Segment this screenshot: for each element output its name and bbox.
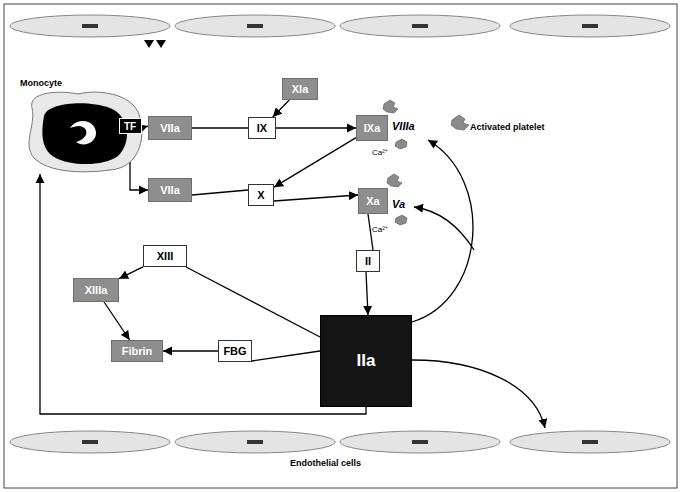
cofactor-label: VIIIa <box>392 120 415 132</box>
zymogen-box: X <box>248 184 274 206</box>
reaction-connector <box>274 195 358 201</box>
endothelial-cell <box>340 15 500 37</box>
endothelial-cell <box>175 431 335 453</box>
factor-name: X <box>257 189 264 201</box>
nucleus <box>582 440 598 444</box>
factor-name: IIa <box>357 351 376 371</box>
feedback-arrows <box>412 140 545 428</box>
platelets <box>383 100 469 225</box>
reaction-connector <box>274 138 356 187</box>
factor-name: TF <box>124 121 136 132</box>
reaction-connector <box>40 174 366 414</box>
platelet-icon <box>451 115 469 130</box>
nucleus <box>82 440 98 444</box>
thrombin-box: IIa <box>320 315 412 407</box>
reaction-connector <box>192 127 248 128</box>
reaction-connector <box>104 302 130 340</box>
zymogen-box: FBG <box>218 340 252 362</box>
reaction-connector <box>163 350 218 351</box>
active-factor-box: XIa <box>282 78 318 100</box>
factor-name: XIa <box>292 83 309 95</box>
endothelial-cell <box>510 431 670 453</box>
frame <box>4 4 677 488</box>
ion-label: Ca²⁺ <box>372 223 388 234</box>
nucleus <box>247 440 263 444</box>
nucleus-highlight <box>70 121 96 144</box>
reaction-connector <box>192 190 248 195</box>
factor-name: XIII <box>157 250 174 262</box>
reaction-connector <box>119 267 143 279</box>
reaction-connector <box>276 127 356 128</box>
cell-membrane <box>29 92 142 172</box>
active-factor-box: Xa <box>358 188 388 214</box>
reaction-connector <box>366 272 368 315</box>
zymogen-box: II <box>356 250 380 272</box>
platelet-icon <box>383 100 398 113</box>
factor-name: Xa <box>366 195 379 207</box>
nucleus <box>412 440 428 444</box>
feedback-arrow <box>412 360 545 428</box>
reaction-connector <box>252 351 320 361</box>
active-factor-box: XIIIa <box>73 278 119 302</box>
endothelial-cell <box>175 15 335 37</box>
endothelial-cell <box>340 431 500 453</box>
feedback-arrow <box>414 207 474 250</box>
factor-name: VIIa <box>160 122 180 134</box>
reaction-connector <box>186 267 320 337</box>
endothelial-cell <box>10 15 170 37</box>
endothelium-top <box>10 15 670 48</box>
factor-name: VIIa <box>160 184 180 196</box>
nucleus <box>82 24 98 28</box>
factor-name: XIIIa <box>85 284 108 296</box>
active-factor-box: IXa <box>356 115 388 141</box>
zymogen-box: IX <box>248 117 276 139</box>
platelet-label: Activated platelet <box>470 122 545 132</box>
receptor-marks <box>144 40 166 48</box>
endothelium-bottom <box>10 431 670 453</box>
feedback-arrow <box>412 140 473 322</box>
nucleus <box>42 103 127 164</box>
ion-label: Ca²⁺ <box>372 146 388 157</box>
platelet-icon <box>395 215 407 225</box>
active-factor-box: VIIa <box>148 116 192 140</box>
nucleus <box>582 24 598 28</box>
factor-name: Fibrin <box>122 345 153 357</box>
nucleus <box>247 24 263 28</box>
cell-label: Endothelial cells <box>290 458 361 468</box>
factor-name: II <box>365 255 371 267</box>
platelet-icon <box>387 174 402 187</box>
monocyte-cell: MonocyteTF <box>18 78 146 174</box>
product-box: Fibrin <box>111 340 163 362</box>
active-factor-box: VIIa <box>148 178 192 202</box>
cell-heading: Monocyte <box>20 78 62 88</box>
endothelial-cell <box>510 15 670 37</box>
zymogen-box: XIII <box>143 245 187 267</box>
tissue-factor-box: TF <box>119 118 142 134</box>
reaction-connector <box>273 100 290 117</box>
nucleus <box>412 24 428 28</box>
platelet-icon <box>395 139 407 149</box>
factor-name: IX <box>257 122 267 134</box>
factor-name: FBG <box>223 345 246 357</box>
factor-name: IXa <box>364 122 381 134</box>
endothelial-cell <box>10 431 170 453</box>
cofactor-label: Va <box>392 198 405 210</box>
